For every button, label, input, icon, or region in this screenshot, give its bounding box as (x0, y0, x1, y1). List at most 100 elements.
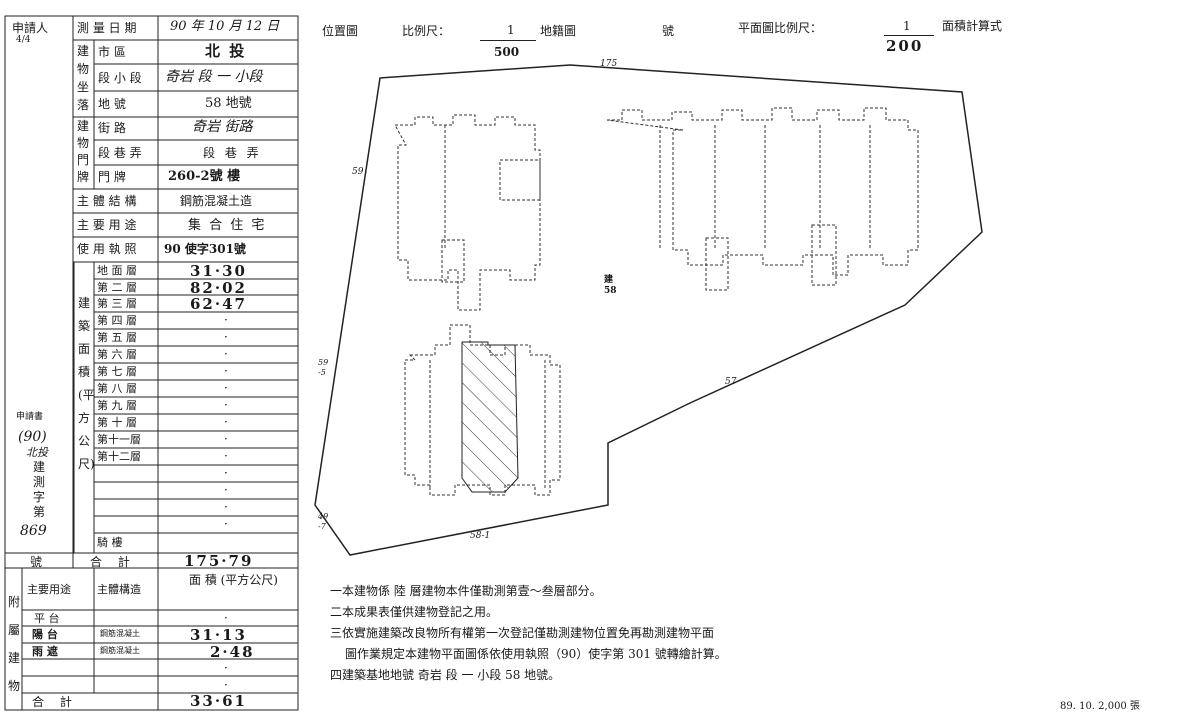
map-label-mid-right: 57 (725, 377, 737, 387)
attached-area: · (224, 678, 228, 692)
floor-value: · (224, 398, 228, 412)
scale-denominator: 500 (494, 45, 520, 59)
map-label-top: 175 (600, 59, 618, 69)
attached-group-label: 附屬建物 (8, 595, 21, 693)
building-b-outline (606, 107, 919, 276)
floor-value: · (224, 313, 228, 327)
floor-value: · (224, 415, 228, 429)
plan-scale-fraction-bar (884, 35, 934, 36)
cadastral-map-label: 地籍圖 (540, 24, 577, 38)
receipt-district: 北投 (26, 446, 48, 459)
floor-value: · (224, 381, 228, 395)
location-group-label: 建物坐落 (77, 44, 90, 112)
floor-label: 第 七 層 (97, 365, 137, 378)
building-c-outline (404, 324, 561, 496)
receipt-number: 869 (20, 523, 47, 539)
main-use-value: 集 合 住 宅 (188, 218, 267, 233)
date-value: 90 年 10 月 12 日 (170, 19, 280, 34)
attached-structure-header: 主體構造 (97, 583, 141, 596)
street-label: 街 路 (98, 121, 126, 135)
floor-label: 第十一層 (97, 433, 141, 446)
map-label-bottom: 58-1 (470, 531, 491, 541)
lane-label: 段 巷 弄 (98, 146, 142, 160)
street-value: 奇岩 街路 (192, 119, 253, 135)
applicant-mark: 4/4 (16, 35, 31, 45)
arcade-label: 騎 樓 (97, 536, 123, 549)
plan-scale-numerator: 1 (903, 19, 911, 33)
floor-label: 第 四 層 (97, 314, 137, 327)
district-value: 北 投 (205, 42, 247, 60)
attached-total-label: 合 計 (32, 695, 78, 709)
number-label: 號 (662, 24, 675, 38)
attached-area: 2·48 (210, 643, 255, 661)
floor-value: · (224, 432, 228, 446)
attached-area: 31·13 (190, 626, 247, 644)
floor-label: 地 面 層 (97, 264, 137, 277)
floor-total-label: 合 計 (90, 555, 136, 569)
attached-use: 雨 遮 (32, 645, 58, 658)
floor-value: · (224, 517, 228, 531)
note-line: 二本成果表僅供建物登記之用。 (330, 605, 499, 619)
map-label-left-mid: 59 -5 (318, 358, 329, 377)
section-value: 奇岩 段 一 小段 (165, 69, 263, 85)
lot-label: 地 號 (98, 97, 126, 111)
floor-value: · (224, 347, 228, 361)
floor-value: · (224, 483, 228, 497)
attached-use: 陽 台 (32, 628, 58, 641)
attached-structure: 鋼筋混凝土 (100, 629, 140, 638)
license-label: 使 用 執 照 (77, 242, 137, 256)
attached-area: · (224, 611, 228, 625)
applicant-label: 申請人 (12, 21, 49, 35)
note-line: 三依實施建築改良物所有權第一次登記僅勘測建物位置免再勘測建物平面 (330, 626, 715, 640)
floor-label: 第 三 層 (97, 297, 137, 310)
attached-structure: 鋼筋混凝土 (100, 646, 140, 655)
attached-use-header: 主要用途 (27, 583, 71, 596)
receipt-word: 建測字第 (33, 460, 46, 519)
note-line: 圖作業規定本建物平面圖係依使用執照（90）使字第 301 號轉繪計算。 (345, 647, 727, 661)
floor-label: 第 九 層 (97, 399, 137, 412)
map-label-center: 建 58 (604, 275, 617, 296)
receipt-year: (90) (18, 429, 47, 445)
main-structure-label: 主 體 結 構 (77, 194, 137, 208)
position-map-label: 位置圖 (322, 24, 359, 38)
receipt-suffix: 號 (30, 555, 43, 569)
floor-value: · (224, 364, 228, 378)
floor-label: 第 十 層 (97, 416, 137, 429)
floor-value: · (224, 330, 228, 344)
scale-fraction-bar (480, 40, 536, 41)
floor-label: 第 八 層 (97, 382, 137, 395)
floor-label: 第 五 層 (97, 331, 137, 344)
section-label: 段 小 段 (98, 71, 142, 85)
subject-unit-hatched (461, 341, 519, 493)
map-label-left-upper: 59 (352, 167, 364, 177)
door-value: 260-2號 樓 (168, 169, 241, 184)
lane-value: 段 巷 弄 (203, 146, 262, 160)
floor-label: 第十二層 (97, 450, 141, 463)
plan-scale-label: 平面圖比例尺： (738, 21, 823, 35)
floor-area-group-label: 建築面積(平方公尺) (78, 296, 95, 471)
plan-scale-denominator: 200 (886, 37, 924, 55)
floor-value: · (224, 449, 228, 463)
floor-value: · (224, 466, 228, 480)
print-info: 89. 10. 2,000 張 (1060, 701, 1140, 712)
attached-use: 平 台 (34, 612, 60, 625)
scale-label: 比例尺： (402, 24, 451, 38)
building-a-outline (394, 114, 541, 311)
floor-label: 第 六 層 (97, 348, 137, 361)
license-value: 90 使字301號 (164, 242, 246, 256)
attached-area: · (224, 661, 228, 675)
door-label: 門 牌 (98, 170, 126, 184)
note-line: 一本建物係 陸 層建物本件僅勘測第壹～叁層部分。 (330, 584, 602, 598)
map-label-left-low: 49 -7 (318, 512, 329, 531)
floor-value: 31·30 (190, 262, 247, 280)
floor-value: 82·02 (190, 279, 247, 297)
note-line: 四建築基地地號 奇岩 段 一 小段 58 地號。 (330, 668, 561, 682)
lot-value: 58 地號 (205, 96, 252, 111)
receipt-label: 申請書 (16, 412, 44, 422)
parcel-boundary (314, 64, 983, 556)
floor-total-value: 175·79 (184, 552, 254, 570)
door-group-label: 建物門牌 (77, 119, 90, 184)
floor-value: · (224, 500, 228, 514)
